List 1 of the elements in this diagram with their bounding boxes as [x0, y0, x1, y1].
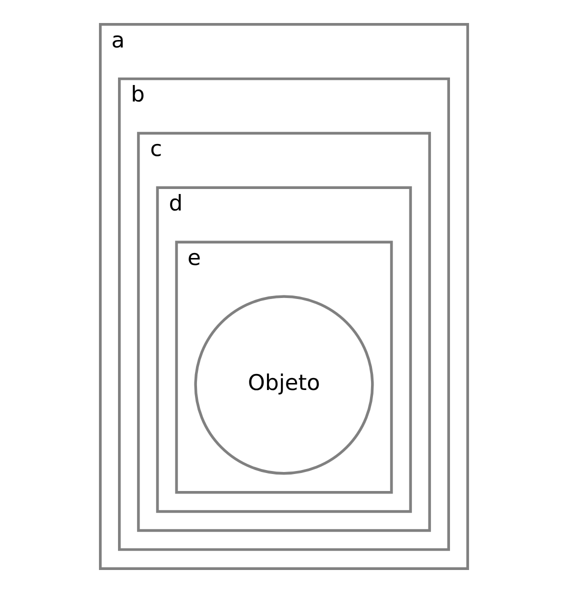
node-circle: Objeto	[194, 295, 374, 475]
